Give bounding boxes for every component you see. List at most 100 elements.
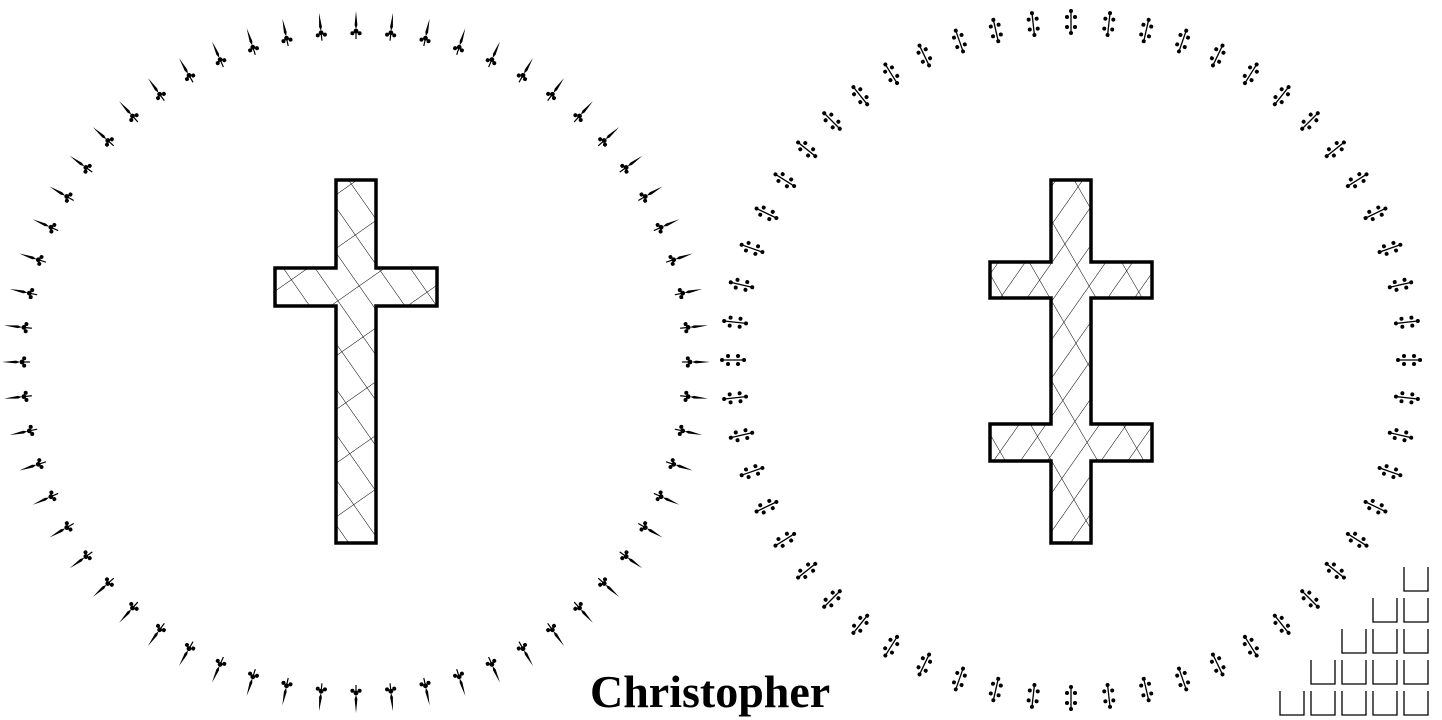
fleury-dagger-icon bbox=[2, 319, 34, 335]
open-box-icon bbox=[1341, 691, 1367, 716]
fleury-dagger-icon bbox=[593, 573, 624, 602]
double-trefoil-icon bbox=[1136, 15, 1156, 46]
double-trefoil-icon bbox=[1320, 557, 1350, 585]
double-trefoil-icon bbox=[1375, 460, 1405, 483]
fleury-dagger-icon bbox=[88, 122, 119, 151]
double-trefoil-icon bbox=[792, 557, 822, 585]
double-trefoil-icon bbox=[1238, 631, 1264, 662]
fleury-dagger-icon bbox=[46, 518, 78, 543]
fleury-dagger-icon bbox=[240, 25, 262, 58]
open-box-icon bbox=[1310, 691, 1336, 716]
open-box-icon bbox=[1341, 629, 1367, 654]
open-box-icon bbox=[1279, 691, 1305, 716]
fleury-dagger-icon bbox=[569, 597, 598, 628]
double-trefoil-icon bbox=[726, 275, 757, 295]
fleury-dagger-icon bbox=[542, 74, 570, 105]
fleury-dagger-icon bbox=[650, 487, 683, 511]
fleury-dagger-icon bbox=[46, 181, 78, 206]
fleury-dagger-icon bbox=[678, 319, 710, 335]
fleury-dagger-icon bbox=[276, 676, 295, 708]
fleury-dagger-icon bbox=[569, 96, 598, 127]
fleury-dagger-icon bbox=[88, 573, 119, 602]
fleury-dagger-icon bbox=[7, 282, 39, 301]
caption-name: Christopher bbox=[590, 666, 831, 717]
fleury-dagger-icon bbox=[513, 54, 539, 86]
fleury-dagger-icon bbox=[276, 16, 295, 48]
fleury-dagger-icon bbox=[16, 455, 49, 477]
double-trefoil-icon bbox=[1320, 135, 1350, 163]
fleury-dagger-icon bbox=[312, 682, 329, 713]
double-trefoil-icon bbox=[1392, 389, 1422, 406]
stacked-cup-boxes-icon bbox=[1279, 567, 1429, 716]
fleury-dagger-icon bbox=[349, 684, 363, 714]
open-box-icon bbox=[1403, 629, 1429, 654]
fleury-dagger-icon bbox=[634, 181, 666, 206]
double-trefoil-icon bbox=[948, 664, 971, 694]
double-trefoil-icon bbox=[1342, 527, 1373, 553]
fleury-dagger-icon bbox=[312, 11, 329, 42]
fleury-dagger-icon bbox=[417, 676, 436, 708]
fleury-dagger-icon bbox=[142, 619, 170, 650]
double-trefoil-icon bbox=[720, 314, 750, 331]
open-box-icon bbox=[1341, 660, 1367, 685]
double-trefoil-icon bbox=[846, 81, 874, 111]
double-trefoil-icon bbox=[878, 631, 904, 662]
double-trefoil-icon bbox=[1395, 353, 1423, 367]
fleury-dagger-icon bbox=[482, 654, 506, 686]
fleury-dagger-icon bbox=[29, 487, 62, 511]
double-trefoil-icon bbox=[1238, 58, 1264, 89]
fleury-dagger-icon bbox=[65, 150, 97, 178]
double-trefoil-icon bbox=[737, 460, 767, 483]
fleury-dagger-icon bbox=[206, 654, 230, 686]
double-trefoil-icon bbox=[719, 353, 747, 367]
double-trefoil-icon bbox=[986, 15, 1006, 46]
fleury-dagger-icon bbox=[206, 38, 230, 70]
fleury-dagger-icon bbox=[114, 96, 143, 127]
double-trefoil-icon bbox=[1206, 649, 1230, 680]
double-trefoil-icon bbox=[1025, 9, 1042, 39]
double-trefoil-icon bbox=[1064, 684, 1078, 712]
fleury-dagger-icon bbox=[673, 282, 705, 301]
fleury-dagger-icon bbox=[663, 455, 696, 477]
fleury-dagger-icon bbox=[542, 619, 570, 650]
fleury-dagger-icon bbox=[615, 150, 647, 178]
fleury-dagger-icon bbox=[650, 213, 683, 237]
double-trefoil-icon bbox=[912, 40, 936, 71]
double-trefoil-icon bbox=[769, 167, 800, 193]
fleury-dagger-icon bbox=[482, 38, 506, 70]
double-trefoil-icon bbox=[792, 135, 822, 163]
double-trefoil-icon bbox=[817, 106, 847, 136]
double-trefoil-icon bbox=[1342, 167, 1373, 193]
open-box-icon bbox=[1372, 691, 1398, 716]
double-trefoil-icon bbox=[1206, 40, 1230, 71]
double-trefoil-icon bbox=[1375, 237, 1405, 260]
fleury-dagger-icon bbox=[65, 546, 97, 574]
fleury-dagger-icon bbox=[383, 682, 400, 713]
fleury-dagger-icon bbox=[417, 16, 436, 48]
fleury-dagger-icon bbox=[240, 666, 262, 699]
fleury-dagger-icon bbox=[513, 638, 539, 670]
double-trefoil-icon bbox=[878, 58, 904, 89]
double-trefoil-icon bbox=[720, 389, 750, 406]
double-trefoil-icon bbox=[1295, 584, 1325, 614]
double-trefoil-icon bbox=[751, 495, 782, 519]
latin-cross-icon bbox=[273, 178, 439, 545]
open-box-icon bbox=[1403, 598, 1429, 623]
open-box-icon bbox=[1310, 660, 1336, 685]
fleury-dagger-icon bbox=[7, 423, 39, 442]
fleury-dagger-icon bbox=[1, 355, 31, 369]
double-trefoil-icon bbox=[737, 237, 767, 260]
double-trefoil-icon bbox=[1385, 425, 1416, 445]
fleury-dagger-icon bbox=[114, 597, 143, 628]
open-box-icon bbox=[1372, 660, 1398, 685]
double-trefoil-icon bbox=[1268, 81, 1296, 111]
double-trefoil-icon bbox=[1295, 106, 1325, 136]
cross-of-lorraine-icon bbox=[988, 178, 1154, 545]
fleury-dagger-icon bbox=[173, 638, 199, 670]
fleury-dagger-icon bbox=[142, 74, 170, 105]
open-box-icon bbox=[1403, 660, 1429, 685]
double-trefoil-icon bbox=[726, 425, 757, 445]
double-trefoil-icon bbox=[751, 201, 782, 225]
open-box-icon bbox=[1403, 567, 1429, 592]
